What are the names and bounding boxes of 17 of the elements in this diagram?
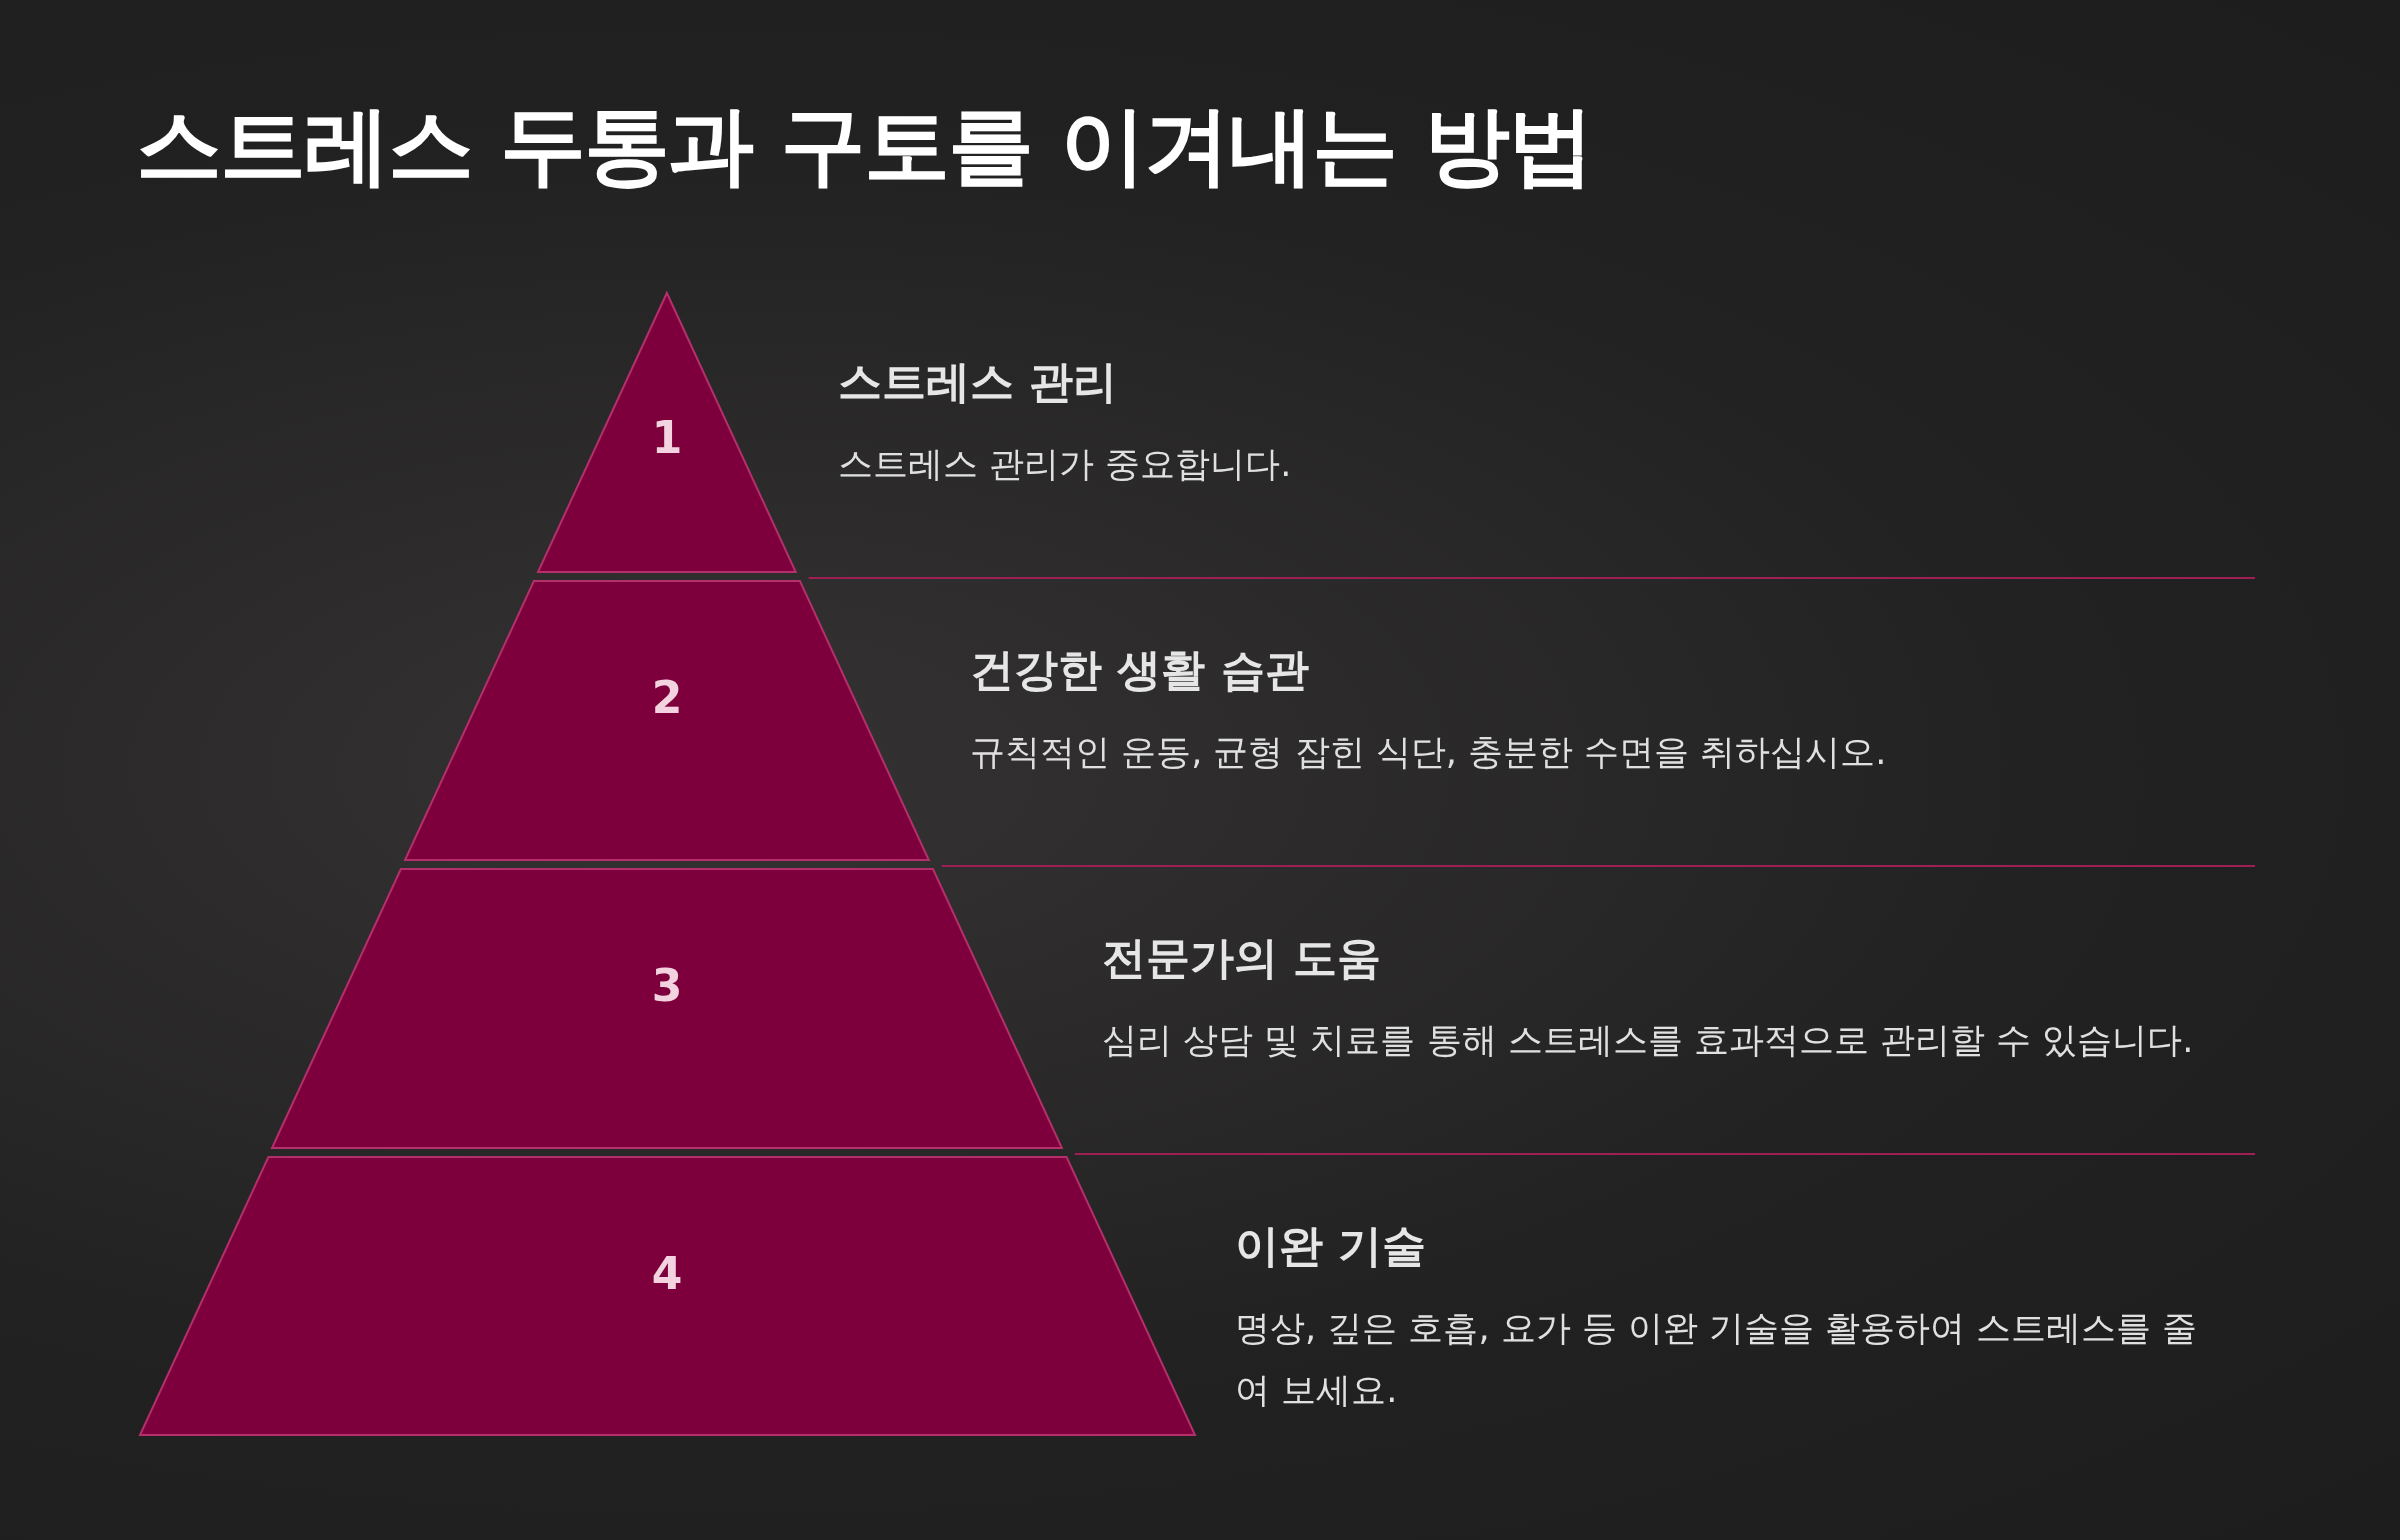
step-number: 1	[651, 412, 683, 464]
step-number: 4	[651, 1247, 683, 1299]
pyramid-segment	[538, 293, 796, 572]
pyramid-segment	[405, 581, 929, 860]
step-description: 스트레스 관리가 중요합니다.	[838, 443, 1293, 486]
step-number: 3	[651, 960, 683, 1012]
step-description: 명상, 깊은 호흡, 요가 등 이완 기술을 활용하여 스트레스를 줄여 보세요.	[1235, 1307, 2199, 1412]
step-heading: 이완 기술	[1235, 1219, 1427, 1273]
step-number: 2	[651, 672, 683, 724]
step-description: 심리 상담 및 치료를 통해 스트레스를 효과적으로 관리할 수 있습니다.	[1102, 1019, 2195, 1062]
pyramid-segment	[139, 1157, 1195, 1435]
step-heading: 전문가의 도움	[1102, 931, 1382, 985]
step-heading: 스트레스 관리	[838, 355, 1118, 409]
title: 스트레스 두통과 구토를 이겨내는 방법	[136, 94, 1592, 197]
step-description: 규칙적인 운동, 균형 잡힌 식단, 충분한 수면을 취하십시오.	[970, 731, 1888, 774]
pyramid-segment	[272, 869, 1062, 1148]
step-heading: 건강한 생활 습관	[970, 643, 1309, 697]
